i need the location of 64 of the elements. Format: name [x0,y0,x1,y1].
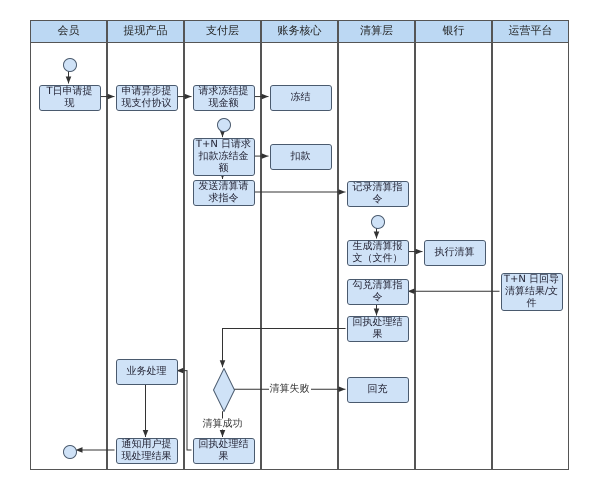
process-text: 发送清算请求指令 [198,181,250,206]
arrow [220,328,346,368]
process-text: T+N 日回导清算结果/文件 [504,274,560,310]
swimlane [338,20,415,470]
process-box [192,180,254,206]
swimlane [30,20,107,470]
process-text: 回执处理结果 [198,438,250,463]
process-box [192,84,254,111]
arrow [66,70,72,84]
arrow [374,227,380,240]
process-text: 业务处理 [126,366,166,378]
lane-header: 银行 [416,21,491,43]
process-box [270,144,332,170]
lane-header: 会员 [31,21,106,43]
arrow [99,94,115,100]
process-text: T日申请提现 [45,86,94,110]
process-box [346,377,408,404]
edge-label: 清算失败 [268,384,310,395]
process-box [270,84,332,111]
arrow [220,130,226,138]
arrow [407,288,500,294]
process-text: 通知用户提现处理结果 [120,438,172,463]
process-text: 请求冻结提现金额 [198,86,250,110]
process-text: 回充 [368,384,388,396]
lane-header: 清算层 [339,21,414,43]
lane-header: 提现产品 [108,21,183,43]
process-text: 申请异步提现支付协议 [120,86,172,110]
swimlane [415,20,492,470]
process-box [346,240,408,266]
swimlane [261,20,338,470]
process-text: 回执处理结果 [352,317,404,342]
arrow [75,447,115,453]
process-box [192,438,254,464]
process-text: 冻结 [290,92,310,104]
lane-header: 支付层 [185,21,260,43]
arrow [253,153,269,159]
process-text: 勾兑清算指令 [352,280,404,304]
lane-header: 运营平台 [493,21,568,43]
process-box [38,84,100,111]
arrow [253,94,269,100]
process-box [116,84,178,111]
decision-diamond [212,368,234,412]
process-box [116,438,178,464]
process-box [346,181,408,208]
lane-header: 账务核心 [262,21,337,43]
swimlane [492,20,569,470]
process-box [346,316,408,342]
process-text: 扣款 [290,151,310,164]
swimlane [184,20,261,470]
arrow [253,189,346,195]
arrow [176,368,192,450]
process-box [346,279,408,306]
process-text: T+N 日请求扣款冻结金额 [196,139,252,176]
arrow [142,383,148,438]
process-text: 生成清算报文（文件） [352,240,404,265]
arrow [407,248,423,254]
process-box [116,358,178,385]
process-box [424,240,486,266]
process-text: 记录清算指令 [352,182,404,206]
arrow [176,94,192,100]
arrow [374,304,380,316]
process-text: 执行清算 [434,246,474,259]
swimlane [107,20,184,470]
edge-label: 清算成功 [202,418,244,430]
